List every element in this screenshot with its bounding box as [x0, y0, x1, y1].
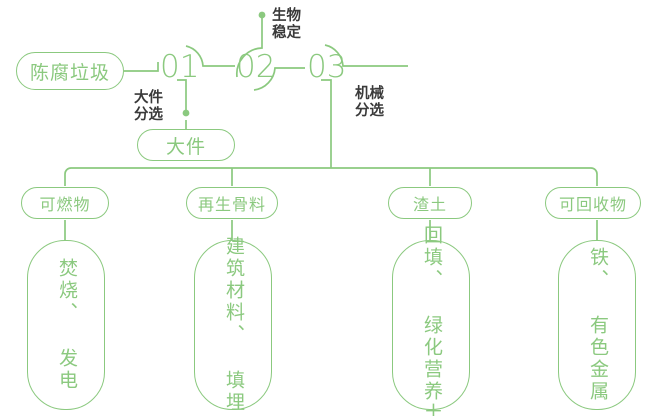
output-detail-box-3[interactable]: 回填、 绿化营养土 — [392, 225, 470, 416]
wire-stage01-to-byproduct — [177, 79, 187, 112]
output-detail-box-4[interactable]: 铁、 有色金属 — [558, 240, 636, 410]
annotation-stage02-line1: 生物 — [272, 8, 301, 24]
wire-stage03-to-bus — [321, 79, 332, 168]
annotation-stage02: 生物 稳定 — [272, 8, 301, 42]
wire-stage02-to-stage03 — [253, 67, 305, 91]
wire-stage02-to-bio-label — [235, 18, 263, 78]
output-detail-4-text: 铁、 有色金属 — [587, 247, 608, 403]
output-pill-1[interactable]: 可燃物 — [21, 187, 109, 219]
annotation-stage01-line2: 分选 — [134, 107, 163, 123]
output-pill-2-label: 再生骨料 — [197, 197, 266, 214]
source-label: 陈腐垃圾 — [29, 62, 110, 84]
output-detail-box-1[interactable]: 焚烧、 发电 — [27, 240, 105, 410]
annotation-stage01: 大件 分选 — [134, 90, 163, 124]
bio-stable-dot — [258, 11, 266, 19]
output-detail-3-text: 回填、 绿化营养土 — [421, 225, 442, 416]
wire-stage03-tail — [324, 44, 408, 67]
output-pill-3[interactable]: 渣土 — [388, 187, 472, 219]
wire-source-to-stage01 — [124, 62, 159, 72]
byproduct-dot — [182, 109, 190, 117]
annotation-stage03: 机械 分选 — [355, 86, 384, 120]
stage-number-03[interactable]: 03 — [307, 49, 347, 85]
output-pill-4[interactable]: 可回收物 — [545, 187, 641, 219]
output-detail-1-text: 焚烧、 发电 — [56, 258, 77, 392]
stage-number-01[interactable]: 01 — [160, 49, 200, 85]
annotation-stage01-line1: 大件 — [134, 90, 163, 106]
byproduct-node[interactable]: 大件 — [137, 129, 235, 161]
output-detail-2-text: 建筑材料、 填埋 — [223, 236, 244, 414]
annotation-stage02-line2: 稳定 — [272, 25, 301, 41]
wire-stage01-to-stage02 — [185, 45, 235, 67]
annotation-stage03-line1: 机械 — [355, 86, 384, 102]
byproduct-label: 大件 — [165, 136, 206, 158]
output-pill-3-label: 渣土 — [412, 197, 447, 214]
output-pill-2[interactable]: 再生骨料 — [186, 187, 278, 219]
output-pill-4-label: 可回收物 — [558, 197, 627, 214]
stage-number-02[interactable]: 02 — [236, 49, 276, 85]
output-detail-box-2[interactable]: 建筑材料、 填埋 — [194, 236, 272, 414]
wire-bus-left — [64, 167, 331, 186]
wire-bus-right — [331, 167, 598, 186]
annotation-stage03-line2: 分选 — [355, 103, 384, 119]
source-node[interactable]: 陈腐垃圾 — [16, 52, 124, 90]
output-pill-1-label: 可燃物 — [39, 197, 91, 214]
